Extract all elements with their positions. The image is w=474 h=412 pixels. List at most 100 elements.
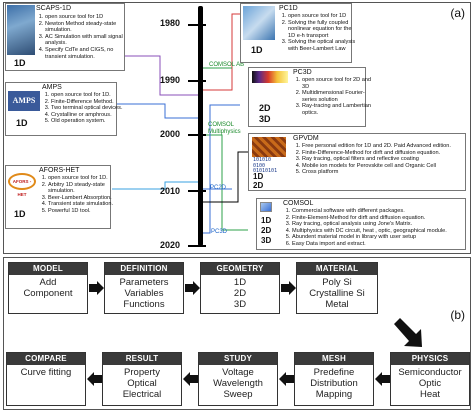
step-compare: COMPARE Curve fitting xyxy=(6,352,86,406)
card-gpvdm: 101010 0100 01010101 GPVDM Free personal… xyxy=(248,133,466,191)
comsol-thumbnail xyxy=(260,202,272,212)
step-line: Wavelength xyxy=(213,378,263,389)
comsol-list: Commercial software with different packa… xyxy=(283,208,474,248)
list-item: Ray-tracing and Lambertian optics. xyxy=(302,103,374,116)
list-item: Cross platform xyxy=(302,169,472,176)
step-model: MODEL Add Component xyxy=(8,262,88,314)
scaps-list: open source tool for 1D Newton Method st… xyxy=(36,14,131,60)
step-mesh-title: MESH xyxy=(295,353,373,365)
list-item: Free personal edition for 1D and 2D. Pai… xyxy=(302,143,472,150)
step-line: Electrical xyxy=(122,389,162,400)
step-compare-body: Curve fitting xyxy=(7,365,85,378)
list-item: open source tool for 2D and 3D xyxy=(302,77,374,90)
arrow-material-to-physics xyxy=(394,318,422,347)
panel-b-label: (b) xyxy=(450,308,465,322)
step-line: Mapping xyxy=(315,389,353,400)
step-geometry-body: 1D 2D 3D xyxy=(201,275,279,310)
step-line: Voltage xyxy=(222,367,254,378)
list-item: Ray tracing, optical filters and reflect… xyxy=(302,156,472,163)
gpvdm-binary: 101010 0100 01010101 xyxy=(253,157,278,174)
step-definition-title: DEFINITION xyxy=(105,263,183,275)
step-line: Parameters xyxy=(119,277,169,288)
card-pc1d: PC1D open source tool for 1D Solving the… xyxy=(240,3,355,63)
afors-title: AFORS-HET xyxy=(39,167,80,174)
list-item: AC Simulation with small signal analysis… xyxy=(45,34,131,47)
comsol-dim-2d: 2D xyxy=(261,226,272,235)
step-physics: PHYSICS Semiconductor Optic Heat xyxy=(390,352,470,406)
amps-dim-1d: 1D xyxy=(16,118,28,128)
step-definition-body: Parameters Variables Functions xyxy=(105,275,183,310)
step-study-title: STUDY xyxy=(199,353,277,365)
step-line: Property xyxy=(124,367,160,378)
amps-logo-text: AMPS xyxy=(12,96,36,105)
year-1990: 1990 xyxy=(160,75,181,85)
step-study: STUDY Voltage Wavelength Sweep xyxy=(198,352,278,406)
list-item: Arbitry 1D steady-state simulation. xyxy=(48,182,120,195)
label-pc3d: PC3D xyxy=(211,229,228,235)
list-item: Two terminal optical devices. xyxy=(51,105,125,112)
gpvdm-title: GPVDM xyxy=(293,135,319,142)
afors-logo: AFORS - HET xyxy=(8,173,36,197)
comsol-title: COMSOL xyxy=(283,200,314,207)
pc3d-title: PC3D xyxy=(293,69,312,76)
card-amps: AMPS AMPS open source tool for 1D. Finit… xyxy=(5,82,123,136)
step-line: Metal xyxy=(325,299,349,310)
pc3d-thumbnail xyxy=(252,71,288,83)
step-line: Curve fitting xyxy=(20,367,72,378)
pc1d-title: PC1D xyxy=(279,5,298,12)
step-model-body: Add Component xyxy=(9,275,87,299)
list-item: Beer-Lambert Absorption. xyxy=(48,195,120,202)
comsol-dim-1d: 1D xyxy=(261,216,272,225)
list-item: Commercial software with different packa… xyxy=(292,208,474,215)
arrow-study-to-result xyxy=(183,372,198,386)
step-result: RESULT Property Optical Electrical xyxy=(102,352,182,406)
gpvdm-dim-2d: 2D xyxy=(253,181,264,190)
arrow-definition-to-geometry xyxy=(185,281,200,295)
card-afors: AFORS - HET AFORS-HET open source tool f… xyxy=(5,165,113,229)
step-mesh: MESH Predefine Distribution Mapping xyxy=(294,352,374,406)
list-item: open source tool for 1D xyxy=(288,13,360,20)
step-line: 3D xyxy=(233,299,247,310)
arrow-result-to-compare xyxy=(87,372,102,386)
step-line: Predefine xyxy=(313,367,355,378)
year-1980: 1980 xyxy=(160,18,181,28)
pc1d-thumbnail xyxy=(243,6,275,40)
step-definition: DEFINITION Parameters Variables Function… xyxy=(104,262,184,314)
list-item: open source tool for 1D xyxy=(45,14,131,21)
list-item: Old operation system. xyxy=(51,118,125,125)
list-item: Easy Data import and extract. xyxy=(292,241,474,248)
step-mesh-body: Predefine Distribution Mapping xyxy=(295,365,373,400)
step-line: Crystalline Si xyxy=(309,288,365,299)
card-pc3d: PC3D open source tool for 2D and 3D Mult… xyxy=(248,67,371,127)
step-model-title: MODEL xyxy=(9,263,87,275)
afors-list: open source tool for 1D. Arbitry 1D stea… xyxy=(39,175,120,215)
step-compare-title: COMPARE xyxy=(7,353,85,365)
gpvdm-dim-1d: 1D xyxy=(253,172,264,181)
list-item: open source tool for 1D. xyxy=(51,92,125,99)
label-comsol-ab: COMSOL AB xyxy=(209,62,245,68)
tick-2000 xyxy=(188,134,206,136)
step-line: 2D xyxy=(233,288,247,299)
arrow-mesh-to-study xyxy=(279,372,294,386)
list-item: Finite-Difference-Method for dirft and d… xyxy=(302,150,472,157)
gpvdm-logo xyxy=(252,137,286,157)
step-result-title: RESULT xyxy=(103,353,181,365)
step-material: MATERIAL Poly Si Crystalline Si Metal xyxy=(296,262,378,314)
tick-1990 xyxy=(188,80,206,82)
arrow-physics-to-mesh xyxy=(375,372,390,386)
pc3d-dim-3d: 3D xyxy=(259,114,271,124)
list-item: Multidimensional Fourier-series solution xyxy=(302,90,374,103)
list-item: Abundent material model in library with … xyxy=(292,234,474,241)
list-item: Solving the optical analysis with Beer-L… xyxy=(288,39,360,52)
panel-a-label: (a) xyxy=(450,6,465,20)
step-material-title: MATERIAL xyxy=(297,263,377,275)
step-line: Variables xyxy=(124,288,164,299)
gpvdm-list: Free personal edition for 1D and 2D. Pai… xyxy=(293,143,472,176)
list-item: Multiphysics with DC circuit, heat , opt… xyxy=(292,228,474,235)
list-item: open source tool for 1D. xyxy=(48,175,120,182)
list-item: Finite-Element-Method for dirft and diff… xyxy=(292,215,474,222)
afors-dim-1d: 1D xyxy=(14,209,26,219)
list-item: Newton Method steady-state simulation. xyxy=(45,21,131,34)
step-line: Optical xyxy=(127,378,157,389)
timeline-bar xyxy=(198,6,203,246)
